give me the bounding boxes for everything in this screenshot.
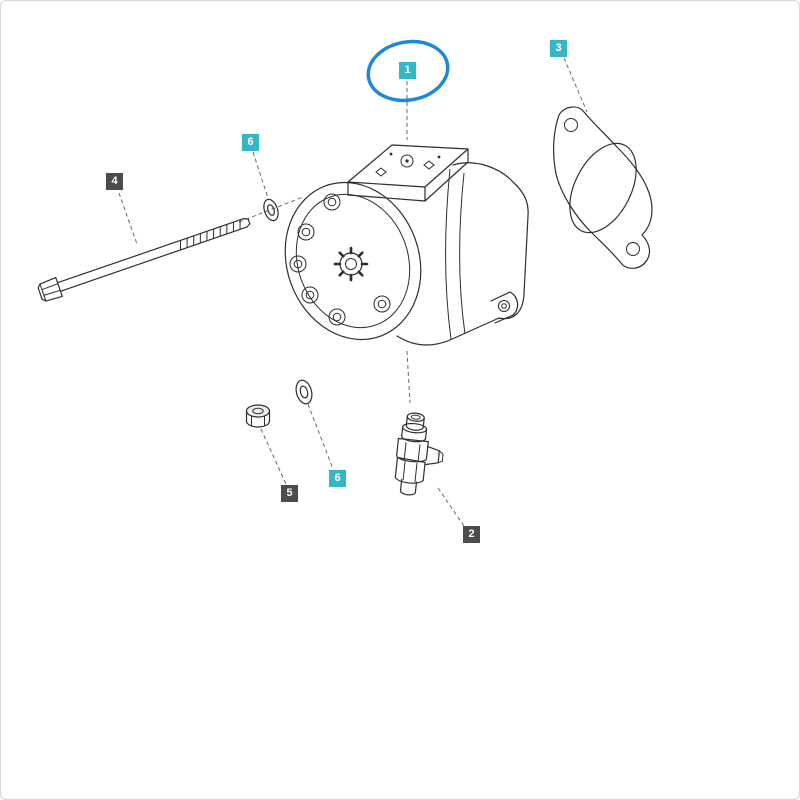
- part-hex-nut[interactable]: [245, 404, 271, 428]
- part-washer-upper[interactable]: [261, 197, 280, 222]
- part-label-6-upper[interactable]: 6: [242, 134, 259, 151]
- part-elbow-fitting[interactable]: [393, 412, 447, 498]
- part-washer-lower[interactable]: [294, 378, 315, 405]
- part-label-3[interactable]: 3: [550, 40, 567, 57]
- part-label-1[interactable]: 1: [399, 62, 416, 79]
- part-gasket[interactable]: [553, 106, 653, 269]
- flange-bolt-holes: [289, 193, 391, 326]
- part-label-6-lower[interactable]: 6: [329, 470, 346, 487]
- highlight-circle: [366, 39, 450, 103]
- part-pump-assembly[interactable]: [264, 144, 529, 359]
- part-label-5[interactable]: 5: [281, 485, 298, 502]
- part-label-4[interactable]: 4: [106, 173, 123, 190]
- part-label-2[interactable]: 2: [463, 526, 480, 543]
- part-hex-bolt[interactable]: [37, 212, 252, 303]
- gear-icon: [333, 246, 369, 282]
- leader-lines: [118, 57, 588, 527]
